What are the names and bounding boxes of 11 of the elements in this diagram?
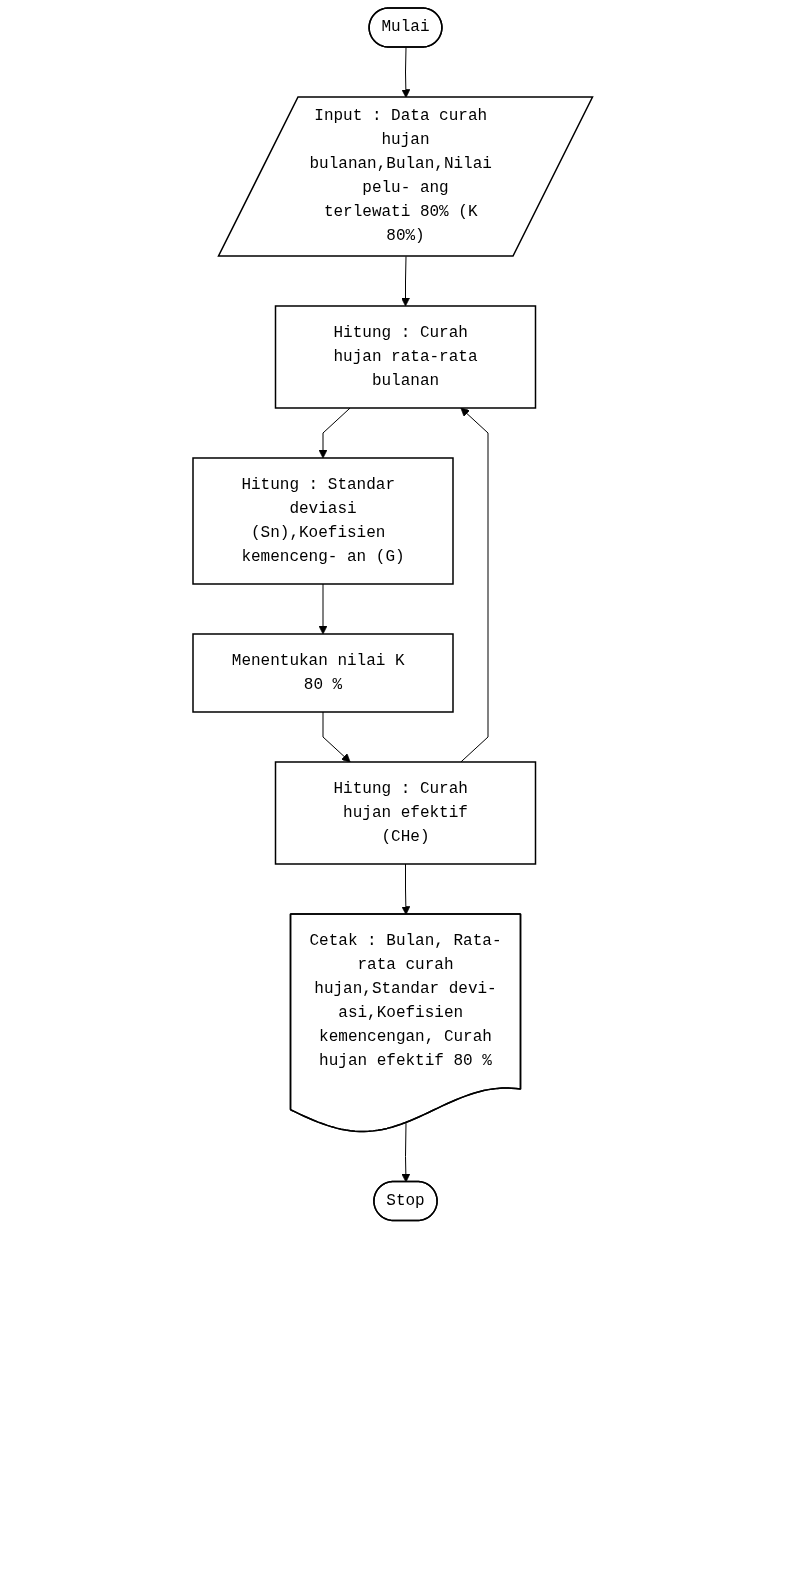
- arrow: [318, 407, 351, 459]
- node-box: Hitung : Standar deviasi (Sn),Koefisien kemenceng- an (G): [192, 457, 454, 585]
- node-box: Hitung : Curah hujan efektif (CHe): [275, 761, 537, 865]
- arrow: [460, 407, 489, 763]
- node-box: Hitung : Curah hujan rata-rata bulanan: [275, 305, 537, 409]
- arrow: [322, 711, 351, 763]
- node-box: Menentukan nilai K 80 %: [192, 633, 454, 713]
- arrow: [401, 1122, 411, 1183]
- arrow: [318, 583, 328, 635]
- arrow: [401, 47, 411, 98]
- arrow: [401, 256, 411, 307]
